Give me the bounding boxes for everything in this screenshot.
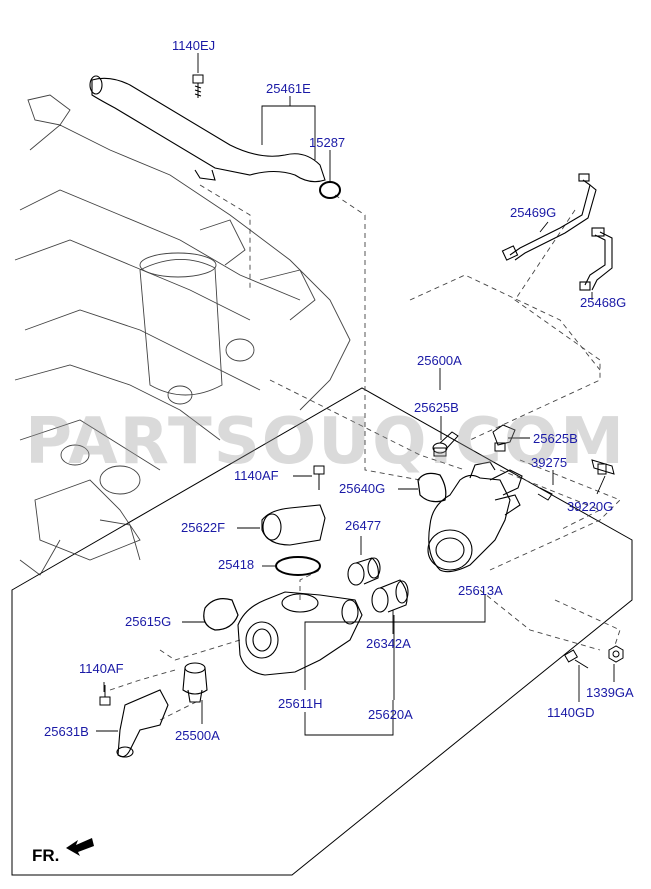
label-25461e[interactable]: 25461E	[266, 81, 311, 96]
label-25640g[interactable]: 25640G	[339, 481, 386, 496]
label-25631b[interactable]: 25631B	[44, 724, 89, 739]
thermostat-housing	[427, 461, 523, 573]
assembly-box	[11, 387, 633, 876]
water-pipe	[89, 75, 326, 183]
fitting-25631b	[116, 689, 169, 758]
label-1140ej[interactable]: 1140EJ	[172, 38, 216, 53]
gasket-25640g	[417, 472, 447, 503]
fitting-26477	[347, 557, 381, 586]
oil-filter	[139, 259, 223, 396]
front-marker: FR.	[32, 846, 60, 865]
label-25622f[interactable]: 25622F	[181, 520, 226, 535]
hose-26342a	[371, 579, 409, 613]
sensor-25625b-right	[492, 424, 516, 452]
label-39220g[interactable]: 39220G	[567, 499, 614, 514]
label-25468g[interactable]: 25468G	[580, 295, 627, 310]
o-ring-15287	[319, 181, 341, 199]
label-15287[interactable]: 15287	[309, 135, 346, 150]
hose-25469g	[501, 173, 597, 261]
label-25625b-left[interactable]: 25625B	[414, 400, 459, 415]
front-arrow	[66, 838, 94, 856]
label-1140af-lower[interactable]: 1140AF	[79, 661, 124, 676]
hose-25468g	[579, 227, 613, 291]
label-25600a[interactable]: 25600A	[417, 353, 462, 368]
label-25418[interactable]: 25418	[218, 557, 255, 572]
label-1140af-top[interactable]: 1140AF	[234, 468, 279, 483]
o-ring-25418	[275, 556, 321, 576]
label-25500a[interactable]: 25500A	[175, 728, 220, 743]
bolt-1140ej	[192, 74, 204, 98]
label-26342a[interactable]: 26342A	[366, 636, 411, 651]
label-25469g[interactable]: 25469G	[510, 205, 557, 220]
label-39275[interactable]: 39275	[531, 455, 568, 470]
bolt-1140af-top	[313, 465, 325, 490]
label-25613a[interactable]: 25613A	[458, 583, 503, 598]
sensor-25625b-left	[432, 431, 459, 457]
clip-39275	[537, 487, 553, 501]
label-26477[interactable]: 26477	[345, 518, 382, 533]
housing-25611h	[237, 591, 363, 676]
bolt-1140af-lower	[99, 685, 111, 706]
nut-1339ga	[608, 645, 624, 663]
label-25611h[interactable]: 25611H	[278, 696, 323, 711]
label-25620a[interactable]: 25620A	[368, 707, 413, 722]
thermostat-25500a	[182, 662, 208, 703]
gasket-25615g	[203, 598, 239, 631]
engine-block-sketch	[14, 94, 351, 576]
label-25615g[interactable]: 25615G	[125, 614, 172, 629]
label-25625b-right[interactable]: 25625B	[533, 431, 578, 446]
label-1339ga[interactable]: 1339GA	[586, 685, 634, 700]
label-1140gd[interactable]: 1140GD	[547, 705, 595, 720]
bolt-1140gd	[563, 649, 589, 669]
sensor-39220g	[591, 459, 615, 475]
fitting-25622f	[261, 504, 326, 546]
